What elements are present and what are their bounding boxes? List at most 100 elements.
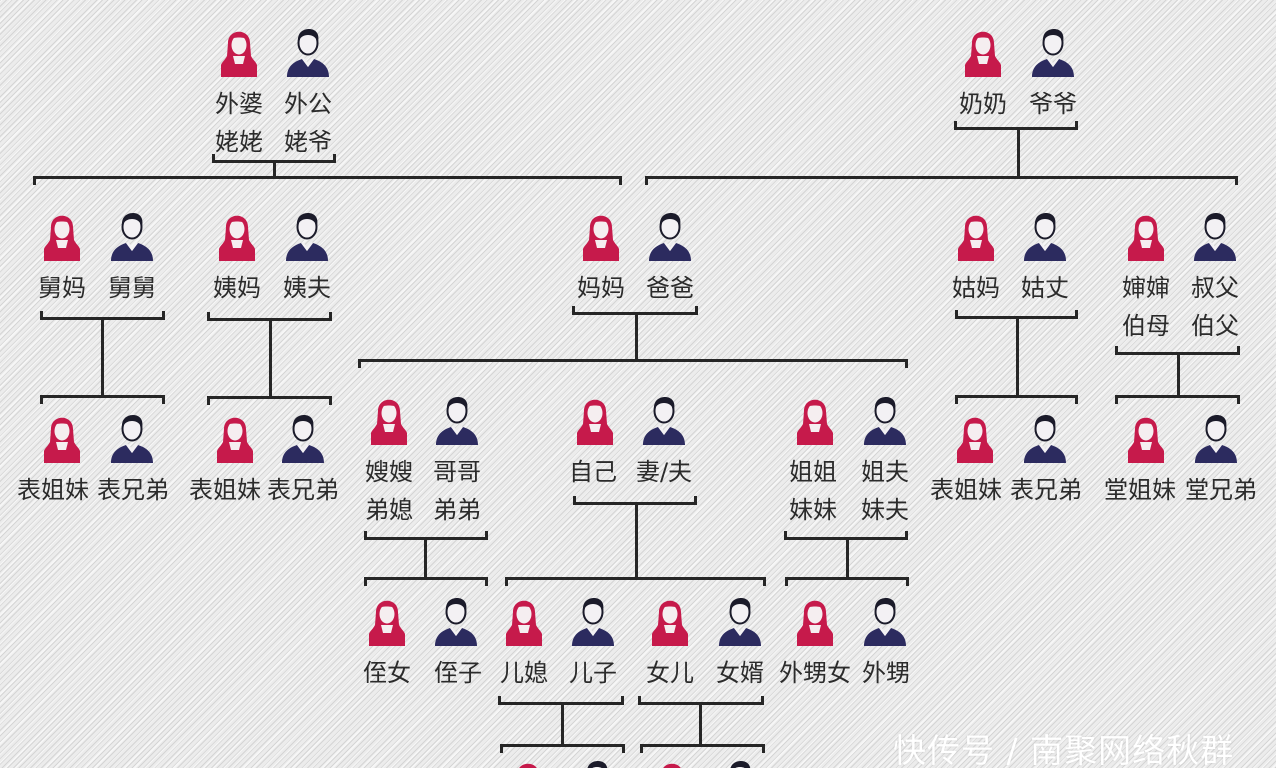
daughter-children-bracket <box>640 744 765 753</box>
kinship-alt-label: 弟媳 <box>365 496 413 524</box>
connector-stem <box>101 317 104 396</box>
male-avatar-icon <box>433 594 479 646</box>
male-avatar-icon <box>280 411 326 463</box>
female-avatar-icon <box>575 393 615 445</box>
female-avatar-icon <box>217 209 257 261</box>
male-avatar-icon <box>647 209 693 261</box>
paternal-grandparents-couple-bracket <box>954 121 1078 130</box>
male-avatar-icon <box>574 757 620 768</box>
kinship-label: 表兄弟 <box>1010 476 1082 504</box>
connector-stem <box>273 160 276 177</box>
female-avatar-icon <box>42 209 82 261</box>
connector-stem <box>424 537 427 578</box>
male-avatar-icon <box>1030 25 1076 77</box>
female-avatar-icon <box>508 757 548 768</box>
kinship-label: 外甥 <box>862 659 910 687</box>
brothers-children-bracket <box>364 577 488 586</box>
female-avatar-icon <box>795 393 835 445</box>
kinship-label: 侄女 <box>363 659 411 687</box>
maternal-uncle-children-bracket <box>40 395 165 404</box>
connector-stem <box>1177 352 1180 396</box>
male-avatar-icon <box>109 209 155 261</box>
kinship-label: 外甥女 <box>779 659 851 687</box>
connector-stem <box>635 312 638 360</box>
kinship-alt-label: 姥爷 <box>284 128 332 156</box>
kinship-label: 表兄弟 <box>97 476 169 504</box>
male-avatar-icon <box>1193 411 1239 463</box>
female-avatar-icon <box>1126 209 1166 261</box>
kinship-label: 表兄弟 <box>267 476 339 504</box>
connector-stem <box>846 537 849 578</box>
kinship-label: 表姐妹 <box>930 476 1002 504</box>
connector-stem <box>635 502 638 577</box>
female-avatar-icon <box>367 594 407 646</box>
kinship-label: 爷爷 <box>1029 90 1077 118</box>
kinship-label: 表姐妹 <box>17 476 89 504</box>
connector-stem <box>1017 127 1020 177</box>
female-avatar-icon <box>650 594 690 646</box>
male-avatar-icon <box>862 393 908 445</box>
kinship-alt-label: 伯母 <box>1122 312 1170 340</box>
kinship-label: 妈妈 <box>577 274 625 302</box>
female-avatar-icon <box>955 411 995 463</box>
male-avatar-icon <box>1192 209 1238 261</box>
kinship-alt-label: 弟弟 <box>433 496 481 524</box>
maternal-aunt-children-bracket <box>207 396 332 405</box>
kinship-label: 哥哥 <box>433 458 481 486</box>
kinship-label: 女婿 <box>716 659 764 687</box>
male-avatar-icon <box>1022 209 1068 261</box>
kinship-label: 儿子 <box>569 659 617 687</box>
kinship-label: 姐夫 <box>861 458 909 486</box>
kinship-label: 嫂嫂 <box>365 458 413 486</box>
maternal-children-line <box>33 176 622 185</box>
female-avatar-icon <box>504 594 544 646</box>
kinship-label: 舅舅 <box>108 274 156 302</box>
kinship-label: 姑丈 <box>1021 274 1069 302</box>
kinship-alt-label: 姥姥 <box>215 128 263 156</box>
self-children-bracket <box>505 577 766 586</box>
female-avatar-icon <box>42 411 82 463</box>
female-avatar-icon <box>581 209 621 261</box>
kinship-alt-label: 妹夫 <box>861 496 909 524</box>
female-avatar-icon <box>963 25 1003 77</box>
female-avatar-icon <box>1126 411 1166 463</box>
kinship-label: 堂兄弟 <box>1185 476 1257 504</box>
kinship-label: 姑妈 <box>952 274 1000 302</box>
sisters-children-bracket <box>785 577 909 586</box>
kinship-label: 外公 <box>284 90 332 118</box>
kinship-label: 侄子 <box>434 659 482 687</box>
female-avatar-icon <box>219 25 259 77</box>
kinship-label: 爸爸 <box>646 274 694 302</box>
kinship-label: 姨妈 <box>213 274 261 302</box>
female-avatar-icon <box>369 393 409 445</box>
male-avatar-icon <box>434 393 480 445</box>
kinship-label: 外婆 <box>215 90 263 118</box>
kinship-label: 堂姐妹 <box>1104 476 1176 504</box>
male-avatar-icon <box>641 393 687 445</box>
kinship-label: 舅妈 <box>38 274 86 302</box>
female-avatar-icon <box>795 594 835 646</box>
kinship-alt-label: 伯父 <box>1191 312 1239 340</box>
connector-stem <box>699 702 702 745</box>
female-avatar-icon <box>215 411 255 463</box>
paternal-children-line <box>645 176 1238 185</box>
male-avatar-icon <box>1022 411 1068 463</box>
male-avatar-icon <box>717 757 763 768</box>
male-avatar-icon <box>862 594 908 646</box>
male-avatar-icon <box>109 411 155 463</box>
male-avatar-icon <box>570 594 616 646</box>
connector-stem <box>1016 316 1019 396</box>
paternal-uncle-children-bracket <box>1115 395 1240 404</box>
male-avatar-icon <box>717 594 763 646</box>
kinship-label: 婶婶 <box>1122 274 1170 302</box>
kinship-label: 表姐妹 <box>189 476 261 504</box>
kinship-label: 女儿 <box>646 659 694 687</box>
male-avatar-icon <box>285 25 331 77</box>
female-avatar-icon <box>956 209 996 261</box>
watermark-text: 快传号 / 南聚网络秋群 <box>893 731 1235 768</box>
connector-stem <box>269 318 272 397</box>
son-children-bracket <box>500 744 625 753</box>
male-avatar-icon <box>284 209 330 261</box>
paternal-aunt-children-bracket <box>955 395 1078 404</box>
